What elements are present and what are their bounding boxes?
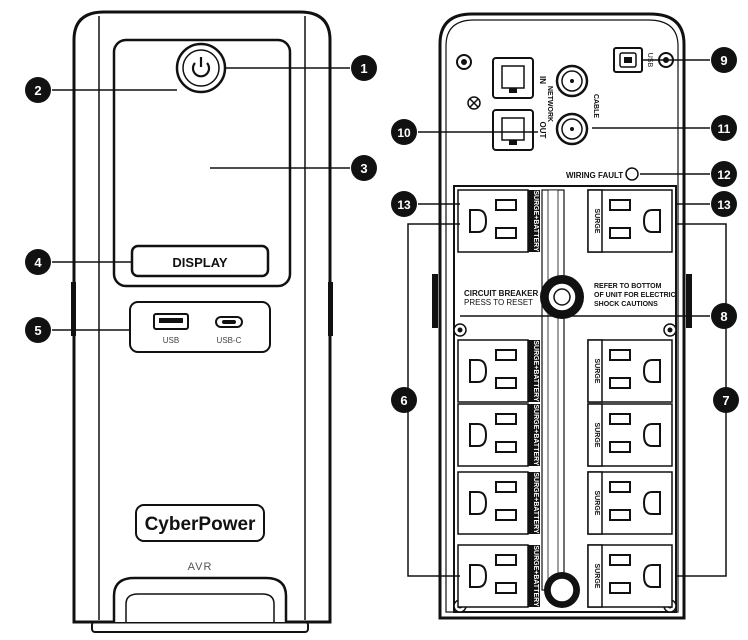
- svg-text:11: 11: [718, 122, 731, 136]
- battery-outlet[interactable]: SURGE+BATTERY: [457, 471, 540, 535]
- network-out-label: OUT: [538, 122, 547, 139]
- screw-icon: [663, 323, 677, 337]
- callout-badges: 1 2 3 4 5 6 7 8 9 10 11 12 13 13: [25, 47, 739, 413]
- surge-battery-label: SURGE+BATTERY: [532, 472, 539, 534]
- front-side-clip-right: [328, 282, 333, 336]
- refer-line-1: REFER TO BOTTOM: [594, 283, 662, 290]
- power-button-ring: [182, 49, 220, 87]
- callout-3: 3: [351, 155, 377, 181]
- svg-text:5: 5: [34, 323, 41, 338]
- brand-logo: CyberPower: [145, 514, 256, 535]
- front-handle: [112, 576, 288, 622]
- surge-label: SURGE: [593, 491, 600, 516]
- svg-text:9: 9: [720, 53, 727, 68]
- battery-outlets: SURGE+BATTERY SURGE+BATTERY SURGE+BATTERY S…: [457, 189, 540, 608]
- cable-label: CABLE: [592, 94, 599, 118]
- surge-outlet[interactable]: SURGE: [587, 403, 673, 467]
- battery-outlet[interactable]: SURGE+BATTERY: [457, 544, 540, 608]
- callout-13-right: 13: [711, 191, 737, 217]
- callout-4: 4: [25, 249, 51, 275]
- svg-text:13: 13: [397, 198, 411, 212]
- svg-text:12: 12: [717, 168, 731, 182]
- usb-port-panel: [129, 301, 271, 353]
- front-view: DISPLAY USB USB-C CyberPower AVR: [71, 10, 333, 633]
- callout-7: 7: [713, 387, 739, 413]
- callout-1: 1: [351, 55, 377, 81]
- surge-battery-label: SURGE+BATTERY: [532, 404, 539, 466]
- svg-text:6: 6: [400, 393, 407, 408]
- screw-icon: [456, 54, 472, 70]
- brand-badge: [135, 504, 265, 542]
- surge-label: SURGE: [593, 423, 600, 448]
- svg-text:7: 7: [722, 393, 729, 408]
- callout-9: 9: [711, 47, 737, 73]
- wiring-fault-label: WIRING FAULT: [566, 171, 623, 180]
- usb-c-label: USB-C: [217, 336, 242, 345]
- svg-text:8: 8: [720, 309, 727, 324]
- surge-outlet[interactable]: SURGE: [587, 189, 673, 253]
- lcd-panel: [112, 38, 292, 288]
- front-side-clip-left: [71, 282, 76, 336]
- battery-outlet[interactable]: SURGE+BATTERY: [457, 339, 540, 403]
- surge-outlets: SURGE SURGE SURGE SURGE SURGE: [587, 189, 673, 608]
- surge-battery-label: SURGE+BATTERY: [532, 340, 539, 402]
- display-button[interactable]: [130, 244, 270, 278]
- network-in-jack[interactable]: [492, 57, 534, 99]
- surge-battery-label: SURGE+BATTERY: [532, 190, 539, 252]
- svg-text:2: 2: [34, 83, 41, 98]
- usb-a-label: USB: [163, 336, 179, 345]
- surge-outlet[interactable]: SURGE: [587, 339, 673, 403]
- callout-6: 6: [391, 387, 417, 413]
- callout-2: 2: [25, 77, 51, 103]
- model-label: AVR: [188, 561, 213, 573]
- callout-5: 5: [25, 317, 51, 343]
- callout-13-left: 13: [391, 191, 417, 217]
- rear-body-inner: [445, 19, 679, 613]
- circuit-breaker-center: [553, 288, 571, 306]
- callout-12: 12: [711, 161, 737, 187]
- surge-label: SURGE: [593, 564, 600, 589]
- callout-11: 11: [711, 115, 737, 141]
- cord-channel-inner: [547, 189, 559, 591]
- ground-screw-icon: [467, 96, 481, 110]
- screw-icon: [453, 323, 467, 337]
- rear-side-clip-left: [432, 274, 438, 328]
- battery-outlet[interactable]: SURGE+BATTERY: [457, 403, 540, 467]
- network-label: NETWORK: [546, 86, 553, 122]
- callout-8: 8: [711, 303, 737, 329]
- svg-text:3: 3: [360, 161, 367, 176]
- usb-c-port[interactable]: [215, 316, 243, 328]
- refer-line-3: SHOCK CAUTIONS: [594, 301, 658, 308]
- refer-line-2: OF UNIT FOR ELECTRIC: [594, 292, 676, 299]
- surge-battery-label: SURGE+BATTERY: [532, 545, 539, 607]
- surge-outlet[interactable]: SURGE: [587, 471, 673, 535]
- network-out-jack[interactable]: [492, 109, 534, 151]
- callout-10: 10: [391, 119, 417, 145]
- surge-label: SURGE: [593, 209, 600, 234]
- usb-b-port[interactable]: [613, 47, 643, 73]
- surge-label: SURGE: [593, 359, 600, 384]
- power-icon: [191, 57, 211, 78]
- circuit-breaker-sublabel: PRESS TO RESET: [464, 298, 533, 307]
- usb-a-port[interactable]: [153, 313, 189, 330]
- svg-text:10: 10: [397, 126, 411, 140]
- rear-side-clip-right: [686, 274, 692, 328]
- cable-in-connector[interactable]: [555, 64, 589, 98]
- svg-text:1: 1: [360, 61, 367, 76]
- display-button-label: DISPLAY: [172, 255, 227, 270]
- svg-text:4: 4: [34, 255, 42, 270]
- surge-outlet[interactable]: SURGE: [587, 544, 673, 608]
- network-in-label: IN: [538, 76, 547, 84]
- power-cord-grommet-inner: [549, 577, 575, 603]
- front-handle-inner: [125, 593, 275, 622]
- cable-out-connector[interactable]: [555, 112, 589, 146]
- circuit-breaker-label: CIRCUIT BREAKER: [464, 289, 538, 298]
- svg-text:13: 13: [717, 198, 731, 212]
- battery-outlet[interactable]: SURGE+BATTERY: [457, 189, 540, 253]
- wiring-fault-indicator: [625, 167, 639, 181]
